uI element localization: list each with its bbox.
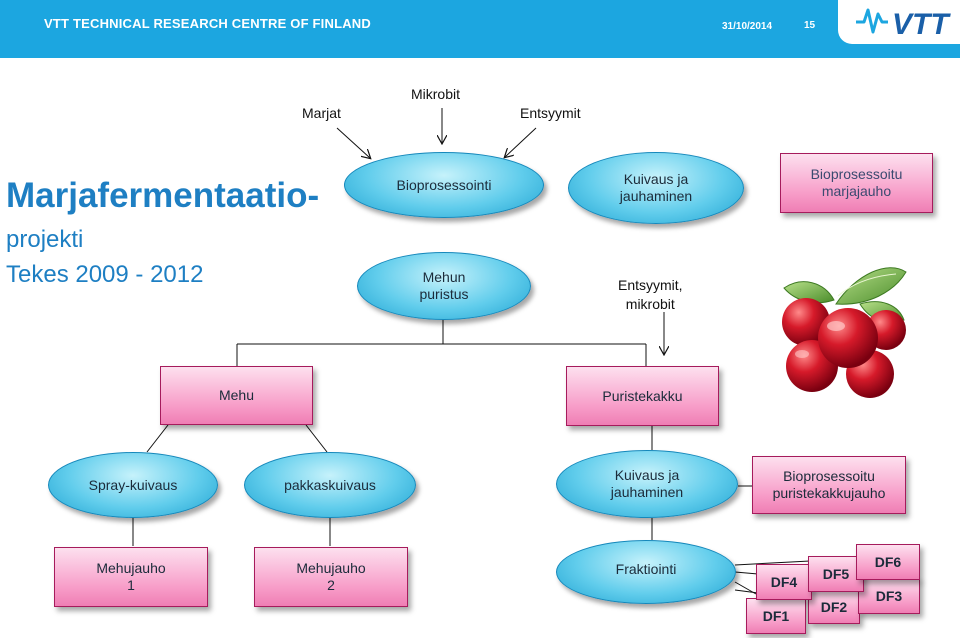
node-mehun-puristus: Mehun puristus: [357, 252, 531, 320]
fraction-df4: DF4: [756, 564, 812, 600]
vtt-logo: VTT: [838, 0, 960, 44]
project-subtitle: projekti: [6, 226, 84, 253]
node-kuivaus-top: Kuivaus ja jauhaminen: [568, 152, 744, 224]
vtt-logo-icon: VTT: [856, 8, 951, 41]
label-marjat: Marjat: [302, 105, 341, 121]
fraction-df1: DF1: [746, 598, 806, 634]
node-pakkaskuivaus: pakkaskuivaus: [244, 452, 416, 518]
product-mehu: Mehu: [160, 366, 313, 425]
product-bioprosessoitu-marjajauho: Bioprosessoitu marjajauho: [780, 153, 933, 213]
fraction-df2: DF2: [808, 590, 860, 624]
fraction-df3: DF3: [858, 578, 920, 614]
fraction-df5: DF5: [808, 556, 864, 592]
label-mikrobit: Mikrobit: [411, 86, 461, 102]
product-mehujauho-1: Mehujauho 1: [54, 547, 208, 607]
slide-number: 15: [804, 20, 816, 31]
slide-date: 31/10/2014: [722, 21, 773, 32]
node-fraktiointi: Fraktiointi: [556, 540, 736, 604]
arrow-entsyymit: [505, 127, 537, 157]
fraction-df6: DF6: [856, 544, 920, 580]
logo-text: VTT: [892, 8, 951, 41]
lingonberry-icon: [782, 267, 907, 398]
node-spray-kuivaus: Spray-kuivaus: [48, 452, 218, 518]
organization-name: VTT TECHNICAL RESEARCH CENTRE OF FINLAND: [44, 16, 371, 31]
label-entsyymit: Entsyymit: [520, 105, 581, 121]
product-puristekakku: Puristekakku: [566, 366, 719, 426]
project-period: Tekes 2009 - 2012: [6, 261, 204, 288]
label-entsyymit-mikrobit: Entsyymit, mikrobit: [618, 277, 683, 312]
product-bioprosessoitu-puristekakkujauho: Bioprosessoitu puristekakkujauho: [752, 456, 906, 514]
arrow-marjat: [336, 127, 370, 158]
header-bar: VTT TECHNICAL RESEARCH CENTRE OF FINLAND…: [0, 0, 960, 58]
node-kuivaus-mid: Kuivaus ja jauhaminen: [556, 450, 738, 518]
project-title: Marjafermentaatio-: [6, 176, 320, 215]
node-bioprosessointi: Bioprosessointi: [344, 152, 544, 218]
product-mehujauho-2: Mehujauho 2: [254, 547, 408, 607]
